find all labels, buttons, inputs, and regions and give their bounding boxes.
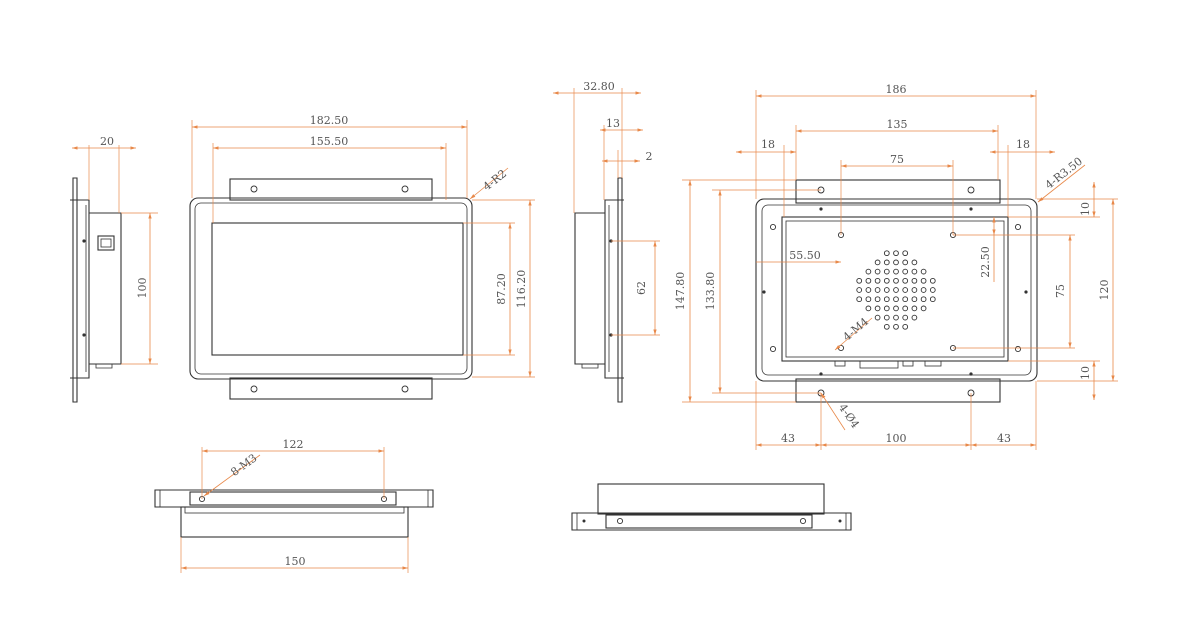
dim-rear-bottom-43-left: 43 xyxy=(781,432,795,445)
vent-hole xyxy=(883,259,890,266)
vent-hole xyxy=(920,305,927,312)
vent-hole xyxy=(929,287,936,293)
vent-hole xyxy=(911,277,918,284)
vent-hole xyxy=(893,259,899,266)
dim-side-right-depth: 32.80 xyxy=(583,80,615,93)
vent-hole xyxy=(883,250,890,257)
vent-hole xyxy=(920,277,927,284)
vent-hole xyxy=(920,296,927,303)
dim-rear-bottom-100: 100 xyxy=(886,432,907,445)
rear-view: 186 135 18 18 75 4-R3.50 55.50 22.50 4-M… xyxy=(674,83,1118,450)
vent-hole xyxy=(911,314,918,321)
top-view xyxy=(571,483,852,531)
vent-hole xyxy=(902,323,909,330)
vent-hole xyxy=(911,296,918,303)
dim-rear-left-18: 18 xyxy=(761,138,775,151)
dim-front-width-outer: 182.50 xyxy=(310,114,349,127)
dim-side-left-width: 20 xyxy=(100,135,114,148)
vent-hole xyxy=(883,287,890,293)
vent-hole xyxy=(874,305,881,312)
dim-side-right-62: 62 xyxy=(635,281,648,295)
dim-bottom-view-thread: 8-M3 xyxy=(228,451,259,479)
vent-hole xyxy=(893,250,899,257)
vent-hole xyxy=(865,268,872,275)
dim-side-right-13: 13 xyxy=(606,117,620,130)
vent-hole xyxy=(865,277,872,284)
dim-rear-top-10: 10 xyxy=(1079,202,1092,216)
vent-hole xyxy=(865,305,872,312)
vent-hole xyxy=(883,268,890,275)
vent-hole xyxy=(902,296,909,303)
right-side-view: 32.80 13 2 62 xyxy=(553,80,660,403)
vent-hole xyxy=(920,268,927,275)
bottom-view: 122 8-M3 150 xyxy=(154,438,434,573)
vent-hole xyxy=(874,296,881,303)
dim-rear-corner: 4-R3.50 xyxy=(1043,155,1085,192)
dim-bottom-view-150: 150 xyxy=(285,555,306,568)
vent-hole xyxy=(865,296,872,303)
dim-bottom-view-122: 122 xyxy=(283,438,304,451)
dim-rear-bottom-10: 10 xyxy=(1079,366,1092,380)
vent-hole xyxy=(902,314,909,321)
dim-rear-height-133-80: 133.80 xyxy=(704,272,717,311)
vent-hole xyxy=(902,277,909,284)
dim-rear-width-135: 135 xyxy=(887,118,908,131)
vent-hole xyxy=(883,277,890,284)
vent-hole xyxy=(893,305,899,312)
dim-rear-22-50: 22.50 xyxy=(979,246,992,278)
vent-hole xyxy=(874,287,881,293)
vent-hole xyxy=(865,287,872,293)
dim-front-height-outer: 116.20 xyxy=(515,270,528,309)
dim-rear-55-50: 55.50 xyxy=(789,249,821,262)
vent-hole xyxy=(874,259,881,266)
vent-hole xyxy=(874,268,881,275)
dim-rear-height-120: 120 xyxy=(1098,280,1111,301)
vent-hole xyxy=(893,323,899,330)
dim-rear-hole-d4: 4-Ø4 xyxy=(836,401,862,430)
dim-rear-75-vertical: 75 xyxy=(1054,284,1067,298)
vent-hole xyxy=(929,296,936,303)
dim-rear-height-147-80: 147.80 xyxy=(674,272,687,311)
vent-hole xyxy=(893,277,899,284)
vent-hole xyxy=(911,268,918,275)
vent-hole xyxy=(902,287,909,293)
connectors xyxy=(834,360,942,369)
vent-hole xyxy=(920,287,927,293)
vent-hole xyxy=(902,250,909,257)
front-view: 182.50 155.50 4-R2 87.20 116.20 xyxy=(189,114,535,400)
vent-hole xyxy=(893,296,899,303)
vent-hole xyxy=(911,259,918,266)
vent-hole xyxy=(893,268,899,275)
dim-rear-bottom-43-right: 43 xyxy=(997,432,1011,445)
vent-hole xyxy=(911,305,918,312)
dim-front-width-inner: 155.50 xyxy=(310,135,349,148)
dim-rear-right-18: 18 xyxy=(1016,138,1030,151)
dim-front-height-inner: 87.20 xyxy=(495,273,508,305)
vent-hole xyxy=(856,287,863,293)
dim-rear-75-horizontal: 75 xyxy=(890,153,904,166)
vent-hole xyxy=(902,268,909,275)
vent-hole xyxy=(856,277,863,284)
vent-hole xyxy=(883,296,890,303)
left-side-view: 20 100 xyxy=(70,135,158,403)
vent-hole xyxy=(911,287,918,293)
vent-hole xyxy=(893,314,899,321)
dim-side-left-height: 100 xyxy=(136,278,149,299)
vent-hole xyxy=(874,277,881,284)
vent-hole xyxy=(856,296,863,303)
vent-hole xyxy=(883,314,890,321)
ventilation-grille xyxy=(856,250,936,330)
vent-hole xyxy=(929,277,936,284)
vent-hole xyxy=(902,259,909,266)
dim-rear-width-total: 186 xyxy=(886,83,907,96)
vent-hole xyxy=(883,323,890,330)
vent-hole xyxy=(883,305,890,312)
vent-hole xyxy=(874,314,881,321)
dim-side-right-2: 2 xyxy=(646,150,653,163)
vent-hole xyxy=(902,305,909,312)
screw-holes-rear xyxy=(762,207,1028,376)
dim-rear-thread-m4: 4-M4 xyxy=(840,315,871,344)
vent-hole xyxy=(893,287,899,293)
